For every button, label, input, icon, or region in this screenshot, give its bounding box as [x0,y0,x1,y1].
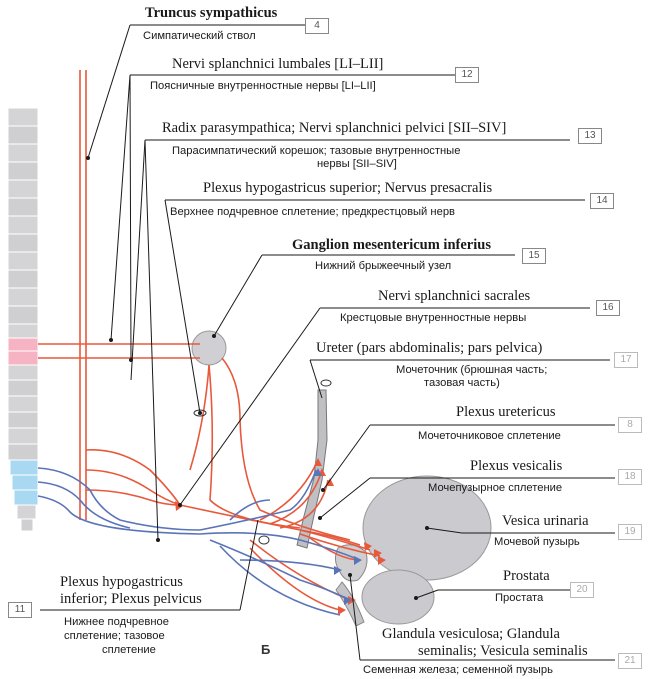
label-plexus-hypogastricus-superior-lat: Plexus hypogastricus superior; Nervus pr… [203,180,492,197]
callout-number-18: 18 [618,469,642,485]
sacral-segment-3 [12,475,38,490]
label-splanchnici-lumbales-ru: Поясничные внутренностные нервы [LI–LII] [150,80,376,92]
callout-number-11: 11 [8,602,32,618]
label-glandula-vesiculosa-lat2: seminalis; Vesicula seminalis [418,643,588,660]
spinal-column [8,108,38,531]
label-prostata-lat: Prostata [503,568,550,585]
sacral-segment-4 [14,490,38,505]
label-plexus-hypogastricus-inferior-lat: Plexus hypogastricus [60,574,183,591]
callout-number-19: 19 [618,524,642,540]
inferior-mesenteric-ganglion [192,331,226,365]
label-ganglion-mesentericum-lat: Ganglion mesentericum inferius [292,237,491,254]
callout-number-15: 15 [522,248,546,264]
label-plexus-vesicalis-lat: Plexus vesicalis [470,458,562,475]
prostate [362,570,434,624]
label-plexus-uretericus-ru: Мочеточниковое сплетение [418,430,561,442]
callout-number-13: 13 [578,128,602,144]
label-prostata-ru: Простата [495,592,543,604]
label-plexus-hypogastricus-inferior-ru: Нижнее подчревное [64,616,169,628]
label-plexus-hypogastricus-inferior-ru2: сплетение; тазовое [64,630,165,642]
lumbar-segment-2 [8,351,38,365]
callout-number-4: 4 [305,18,329,34]
figure-letter: Б [261,642,270,657]
label-glandula-vesiculosa-lat: Glandula vesiculosa; Glandula [382,626,560,643]
sacral-segment-2 [10,460,38,475]
label-truncus-sympathicus-lat: Truncus sympathicus [145,5,277,22]
label-truncus-sympathicus-ru: Симпатический ствол [143,30,256,42]
label-plexus-uretericus-lat: Plexus uretericus [456,404,555,421]
label-ureter-lat: Ureter (pars abdominalis; pars pelvica) [316,340,542,357]
label-plexus-hypogastricus-inferior-lat2: inferior; Plexus pelvicus [60,591,202,608]
callout-number-20: 20 [570,582,594,598]
label-plexus-vesicalis-ru: Мочепузырное сплетение [428,482,562,494]
label-vesica-urinaria-ru: Мочевой пузырь [494,536,580,548]
label-vesica-urinaria-lat: Vesica urinaria [502,513,589,530]
label-ganglion-mesentericum-ru: Нижний брыжеечный узел [315,260,451,272]
label-ureter-ru2: тазовая часть) [424,377,500,389]
callout-number-16: 16 [596,300,620,316]
label-glandula-vesiculosa-ru: Семенная железа; семенной пузырь [363,664,553,676]
callout-number-12: 12 [455,67,479,83]
callout-number-8: 8 [618,417,642,433]
label-radix-parasympathica-ru: Парасимпатический корешок; тазовые внутр… [172,145,460,157]
label-splanchnici-lumbales-lat: Nervi splanchnici lumbales [LI–LII] [172,56,383,73]
label-radix-parasympathica-lat: Radix parasympathica; Nervi splanchnici … [162,120,506,137]
label-plexus-hypogastricus-superior-ru: Верхнее подчревное сплетение; предкрестц… [170,206,455,218]
label-splanchnici-sacrales-ru: Крестцовые внутренностные нервы [340,312,526,324]
callout-number-14: 14 [590,193,614,209]
callout-number-17: 17 [614,352,638,368]
label-ureter-ru: Мочеточник (брюшная часть; [396,364,547,376]
lumbar-segment-1 [8,338,38,351]
label-splanchnici-sacrales-lat: Nervi splanchnici sacrales [378,288,530,305]
callout-number-21: 21 [618,653,642,669]
label-plexus-hypogastricus-inferior-ru3: сплетение [102,644,156,656]
label-radix-parasympathica-ru2: нервы [SII–SIV] [317,158,397,170]
